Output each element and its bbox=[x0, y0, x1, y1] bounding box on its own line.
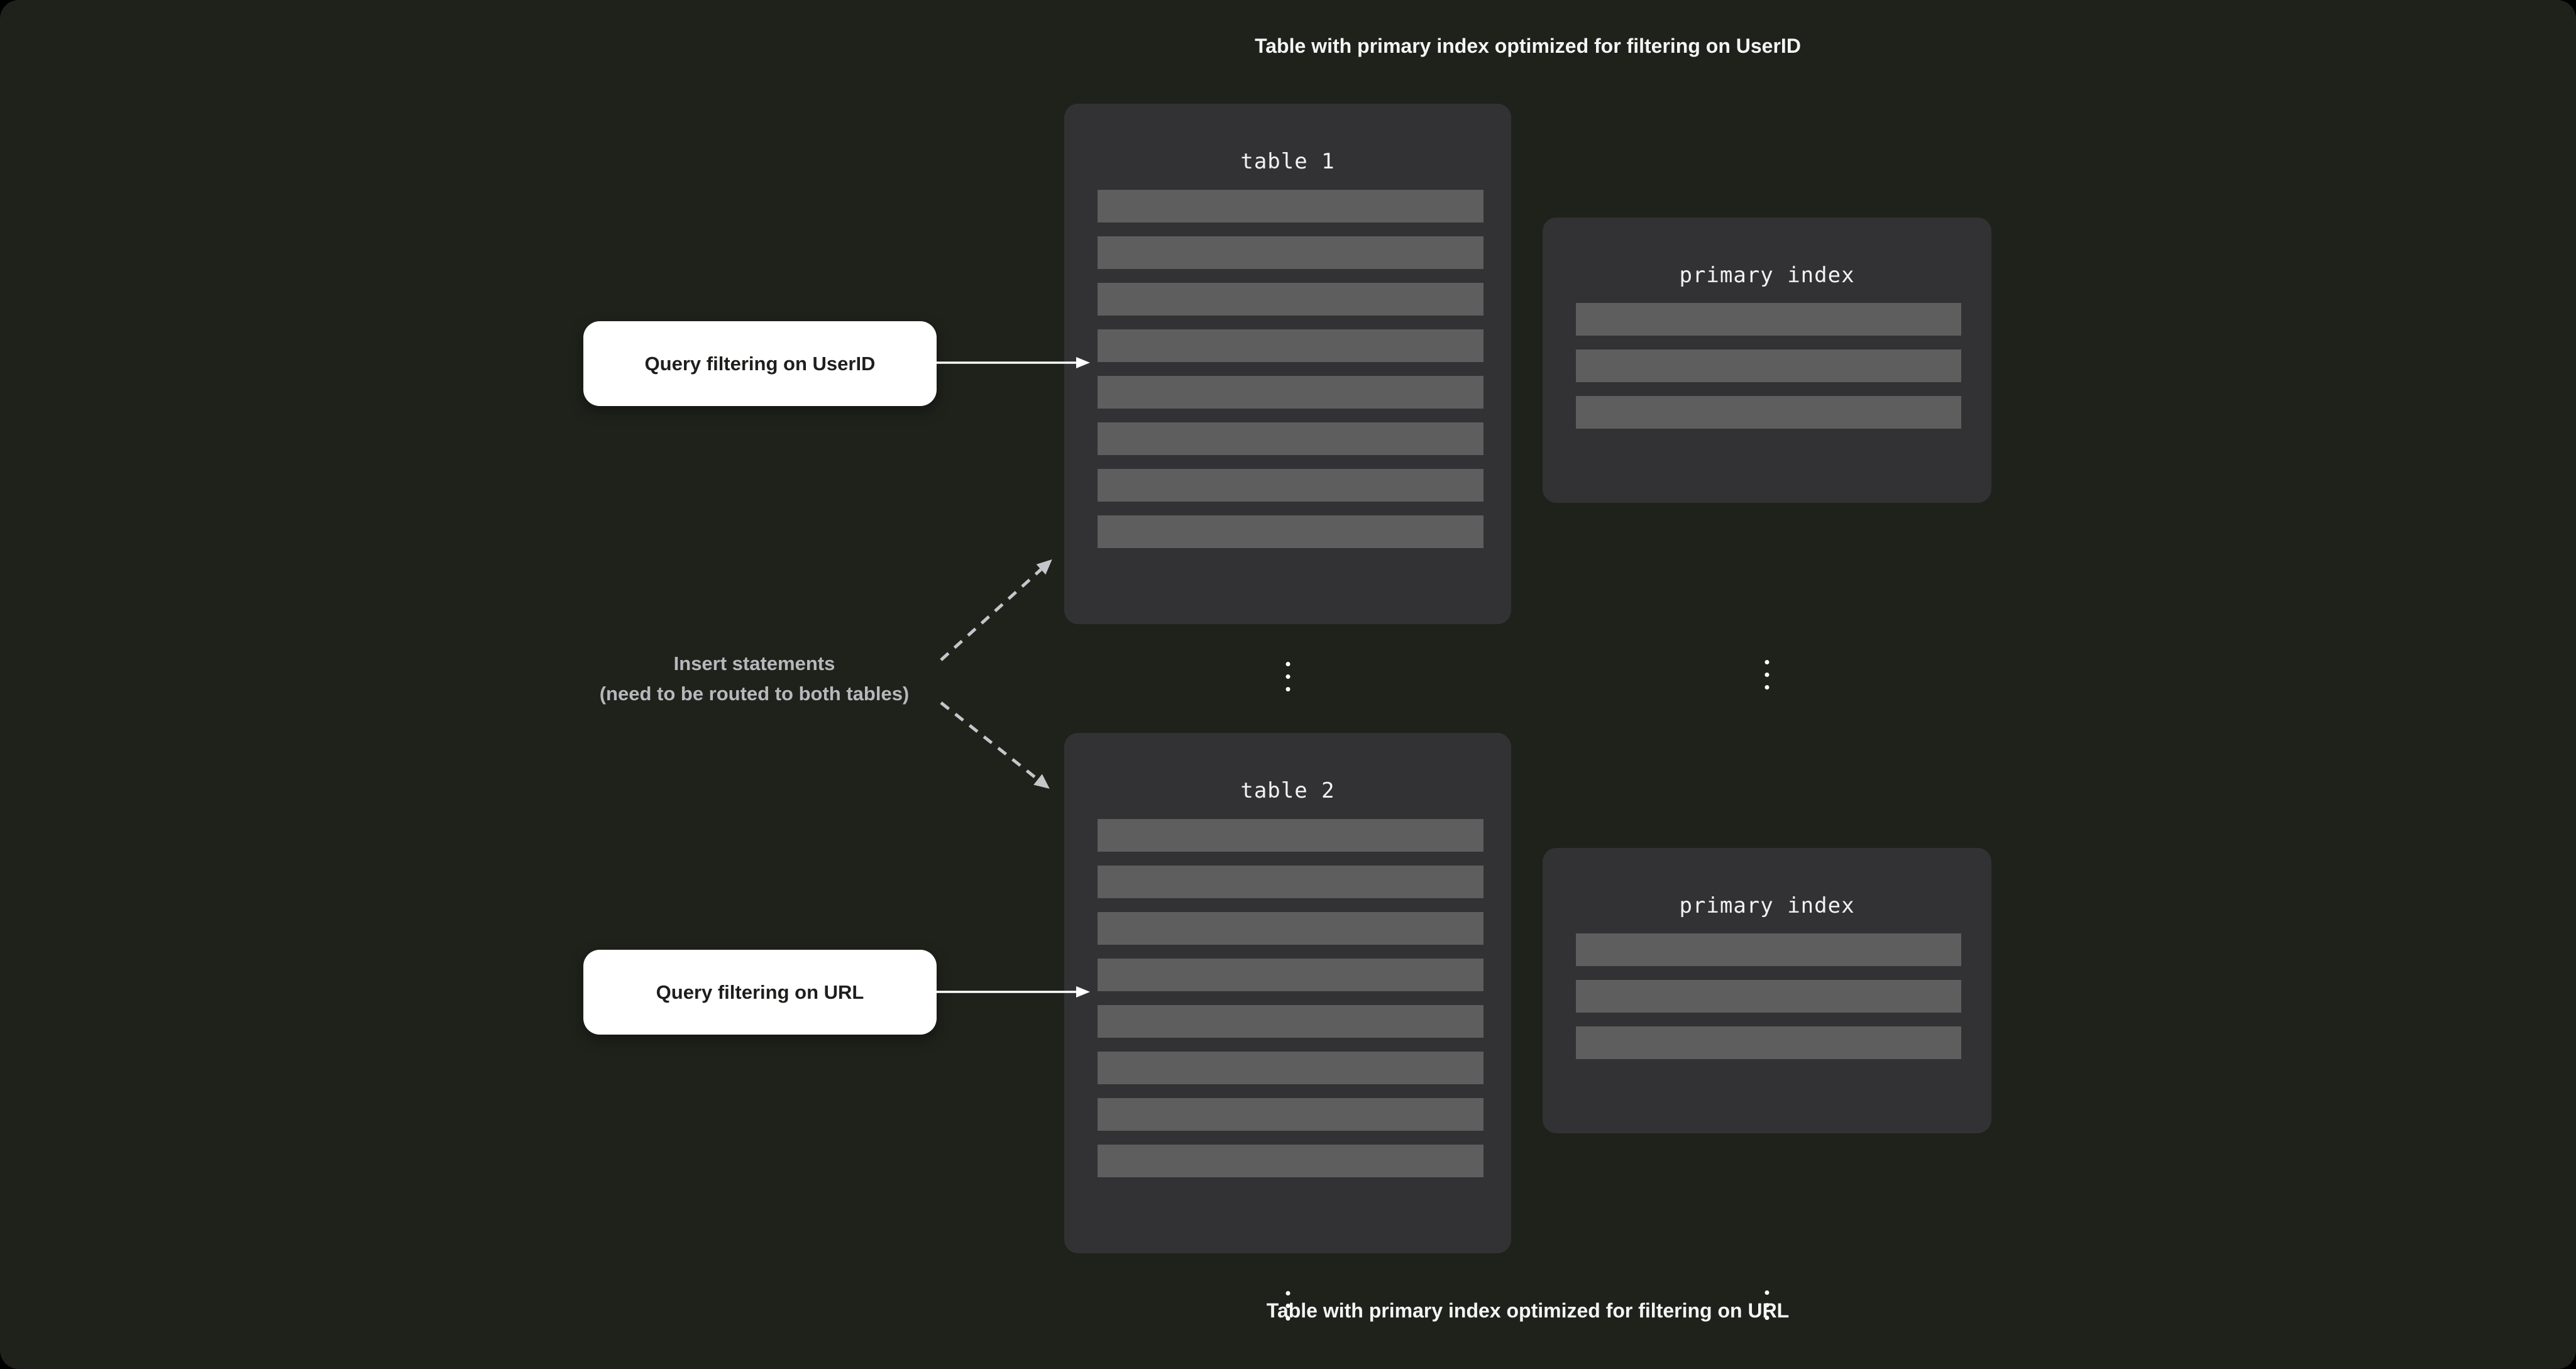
table2-rows bbox=[1098, 819, 1483, 1177]
ellipsis-more-rows-icon bbox=[1764, 1290, 1770, 1320]
table-row bbox=[1098, 819, 1483, 852]
table2-box: table 2 bbox=[1064, 733, 1511, 1321]
insert-arrow-to-table2 bbox=[940, 701, 1050, 789]
index-row bbox=[1576, 933, 1961, 966]
ellipsis-more-rows-icon bbox=[1764, 660, 1770, 690]
index-row bbox=[1576, 303, 1961, 336]
insert-note-line1: Insert statements bbox=[673, 652, 835, 674]
table1-rows bbox=[1098, 190, 1483, 548]
primary-index1-rows bbox=[1576, 303, 1961, 429]
table1-box: table 1 bbox=[1064, 104, 1511, 691]
table1-title: table 1 bbox=[1240, 149, 1335, 174]
table-row bbox=[1098, 1052, 1483, 1084]
table-row bbox=[1098, 422, 1483, 455]
query-url-label: Query filtering on URL bbox=[583, 950, 937, 1035]
query-userid-label-text: Query filtering on UserID bbox=[644, 352, 876, 375]
index-row bbox=[1576, 980, 1961, 1013]
table-row bbox=[1098, 1098, 1483, 1131]
index-row bbox=[1576, 396, 1961, 429]
table-row bbox=[1098, 1005, 1483, 1038]
ellipsis-more-rows-icon bbox=[1285, 1291, 1290, 1321]
table-row bbox=[1098, 283, 1483, 316]
insert-arrow-to-table1 bbox=[940, 559, 1052, 661]
query-userid-label: Query filtering on UserID bbox=[583, 321, 937, 406]
primary-index2-box: primary index bbox=[1543, 848, 1991, 1320]
table-row bbox=[1098, 912, 1483, 945]
insert-note-line2: (need to be routed to both tables) bbox=[599, 683, 910, 705]
table-row bbox=[1098, 190, 1483, 223]
primary-index2-rows bbox=[1576, 933, 1961, 1059]
ellipsis-more-rows-icon bbox=[1285, 662, 1290, 691]
caption-bottom: Table with primary index optimized for f… bbox=[1266, 1299, 1790, 1322]
primary-index1-title: primary index bbox=[1679, 263, 1855, 288]
insert-note: Insert statements (need to be routed to … bbox=[566, 649, 943, 709]
primary-index1-box: primary index bbox=[1543, 217, 1991, 690]
index-row bbox=[1576, 1026, 1961, 1059]
table-row bbox=[1098, 469, 1483, 502]
table-row bbox=[1098, 515, 1483, 548]
table2-title: table 2 bbox=[1240, 778, 1335, 803]
index-row bbox=[1576, 349, 1961, 382]
table-row bbox=[1098, 376, 1483, 409]
table-row bbox=[1098, 866, 1483, 898]
primary-index2-title: primary index bbox=[1679, 893, 1855, 918]
caption-top: Table with primary index optimized for f… bbox=[1255, 35, 1801, 57]
table-row bbox=[1098, 236, 1483, 269]
table-row bbox=[1098, 329, 1483, 362]
query-url-label-text: Query filtering on URL bbox=[656, 981, 864, 1003]
table-row bbox=[1098, 1145, 1483, 1177]
table-row bbox=[1098, 959, 1483, 991]
